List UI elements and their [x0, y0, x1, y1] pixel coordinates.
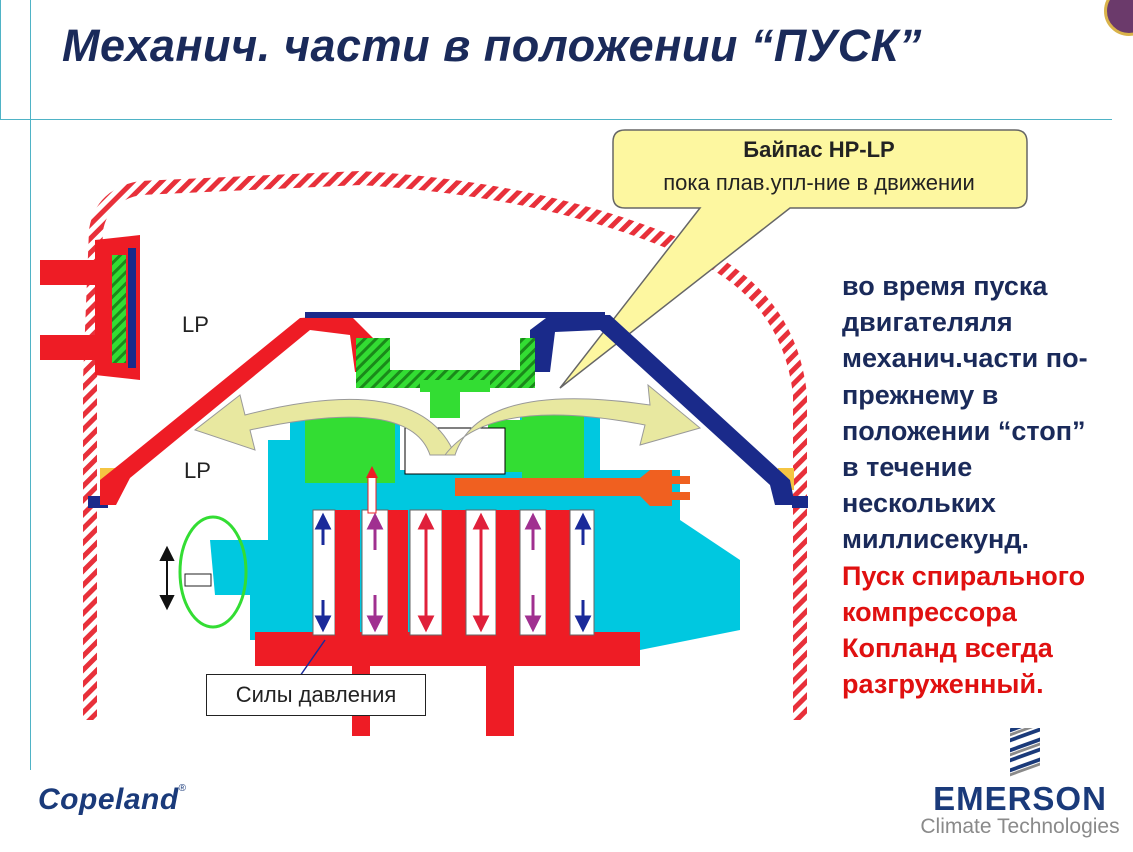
flow-arrow-right [443, 383, 702, 456]
side-line: нескольких [842, 488, 996, 519]
frame-line-horizontal [0, 119, 1112, 120]
partition-left [100, 315, 375, 505]
emerson-subtitle: Climate Technologies [920, 815, 1120, 838]
callout-title: Байпас HP-LP [743, 137, 895, 162]
floating-seal [356, 338, 535, 418]
frame-line-vertical [30, 0, 31, 770]
side-explanation: во время пуска двигателяля механич.части… [842, 268, 1127, 702]
suction-fitting [40, 235, 140, 380]
side-line: прежнему в [842, 379, 999, 410]
side-line: в течение [842, 452, 973, 483]
emerson-logo-icon [1010, 728, 1040, 777]
side-line: положении “стоп” [842, 415, 1086, 446]
page-title: Механич. части в положении “ПУСК” [62, 20, 922, 71]
shell-outer [83, 170, 807, 720]
side-line-emphasis: Копланд всегда [842, 633, 1053, 664]
side-line-emphasis: Пуск спирального [842, 560, 1086, 591]
callout-bubble [559, 129, 1028, 389]
emerson-wordmark: EMERSON [933, 780, 1107, 817]
lp-label-top: LP [182, 312, 209, 337]
side-line-emphasis: компрессора [842, 596, 1017, 627]
flow-arrow-left [193, 394, 456, 456]
pressure-arrows [314, 512, 592, 633]
frame-line-left [0, 0, 1, 119]
side-line: двигателяля [842, 307, 1013, 338]
side-line: механич.части по- [842, 343, 1088, 374]
scroll-wraps [255, 509, 640, 736]
side-line: во время пуска [842, 271, 1048, 301]
callout-subtitle: пока плав.упл-ние в движении [663, 170, 975, 195]
lp-label-middle: LP [184, 458, 211, 483]
side-line-emphasis: разгруженный. [842, 669, 1044, 700]
discharge-valve [455, 470, 672, 506]
side-line: миллисекунд. [842, 524, 1029, 555]
compliance-oval [178, 515, 248, 629]
copeland-logo: Copeland® [38, 783, 187, 816]
pressure-forces-label: Силы давления [206, 674, 426, 716]
up-down-arrow-icon [159, 545, 175, 611]
